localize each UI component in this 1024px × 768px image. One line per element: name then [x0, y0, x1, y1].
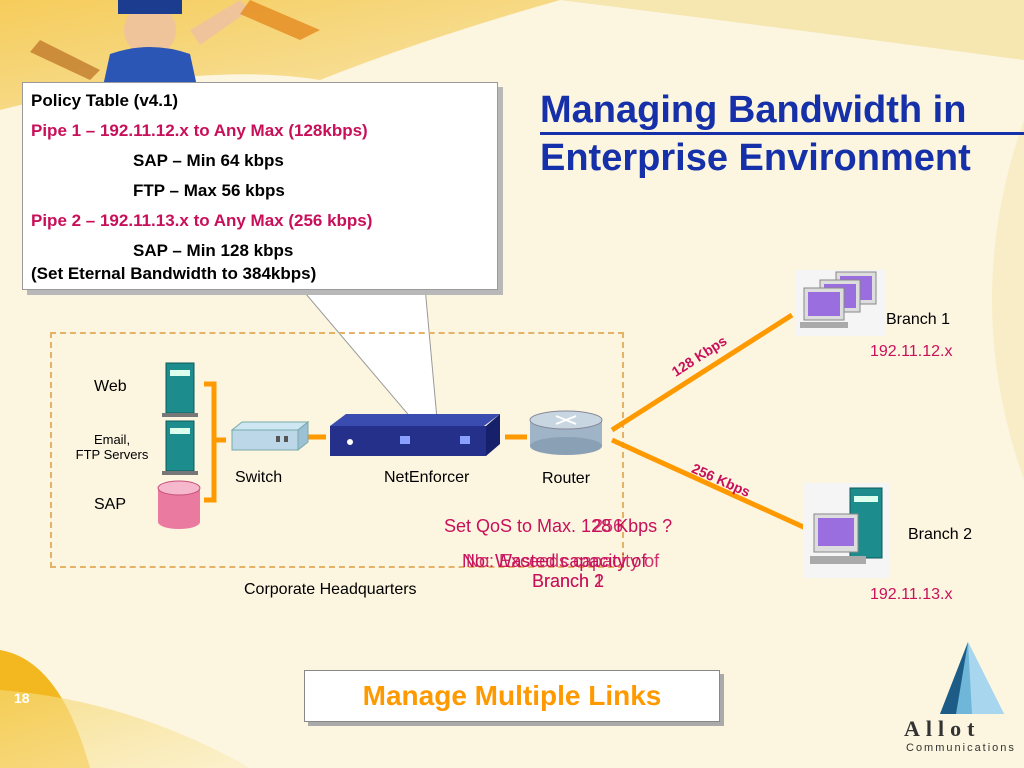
- sap-database-icon: [157, 480, 201, 529]
- policy-pipe-1-sap: SAP – Min 64 kbps: [133, 151, 284, 170]
- qos-question-overlap: 256: [593, 516, 624, 536]
- sap-label: SAP: [94, 496, 127, 513]
- brand-name: Allot: [904, 716, 981, 741]
- corporate-hq-region: [50, 332, 624, 568]
- netenforcer-label: NetEnforcer: [384, 469, 470, 486]
- policy-heading: Policy Table (v4.1): [31, 91, 179, 110]
- email-ftp-server-icon: [162, 420, 198, 475]
- manage-links-callout: Manage Multiple Links: [304, 670, 720, 722]
- brand-tagline: Communications: [906, 742, 1016, 754]
- email-ftp-label: Email, FTP Servers: [70, 432, 154, 462]
- allot-logo-icon: [940, 642, 1004, 714]
- qos-branch-ref: Branch 2: [532, 571, 605, 591]
- qos-answer: No: Wasted capacity of: [462, 551, 647, 571]
- title-line-2: Enterprise Environment: [540, 137, 971, 179]
- web-server-icon: [162, 362, 198, 417]
- web-label: Web: [94, 378, 127, 395]
- qos-answer-overlap: No: Exceeds capacity of: [466, 551, 660, 571]
- server-bracket: [204, 381, 226, 503]
- title-underline: [540, 132, 1024, 135]
- branch-1-ip: 192.11.12.x: [870, 343, 953, 360]
- policy-pipe-2-sap: SAP – Min 128 kbps: [133, 241, 294, 260]
- branch-2-computer-icon: [803, 483, 889, 578]
- branch-1-label: Branch 1: [886, 311, 951, 328]
- link-branch-2: [610, 437, 812, 533]
- policy-pipe-1: Pipe 1 – 192.11.12.x to Any Max (128kbps…: [31, 121, 368, 140]
- slide-title: Managing Bandwidth in Enterprise Environ…: [540, 86, 1020, 182]
- router-label: Router: [542, 470, 591, 487]
- link-branch-1: [610, 312, 794, 433]
- netenforcer-icon: [330, 414, 500, 456]
- policy-pipe-2: Pipe 2 – 192.11.13.x to Any Max (256 kbp…: [31, 211, 373, 230]
- email-label-line-2: FTP Servers: [75, 447, 149, 462]
- page-number: 18: [14, 690, 30, 706]
- corporate-hq-label: Corporate Headquarters: [244, 581, 417, 598]
- switch-label: Switch: [235, 469, 283, 486]
- policy-note: (Set Eternal Bandwidth to 384kbps): [31, 264, 317, 283]
- qos-question: Set QoS to Max. 128 Kbps ?: [444, 516, 673, 536]
- qos-branch-ref-overlap: Branch 1: [532, 571, 605, 591]
- branch-2-label: Branch 2: [908, 526, 973, 543]
- title-line-1: Managing Bandwidth in: [540, 89, 967, 131]
- email-label-line-1: Email,: [93, 432, 131, 447]
- branch-1-computers-icon: [795, 270, 885, 336]
- switch-icon: [230, 420, 310, 452]
- router-icon: [529, 410, 603, 455]
- branch-2-ip: 192.11.13.x: [870, 586, 953, 603]
- policy-table: Policy Table (v4.1) Pipe 1 – 192.11.12.x…: [22, 82, 498, 290]
- policy-pipe-1-ftp: FTP – Max 56 kbps: [133, 181, 285, 200]
